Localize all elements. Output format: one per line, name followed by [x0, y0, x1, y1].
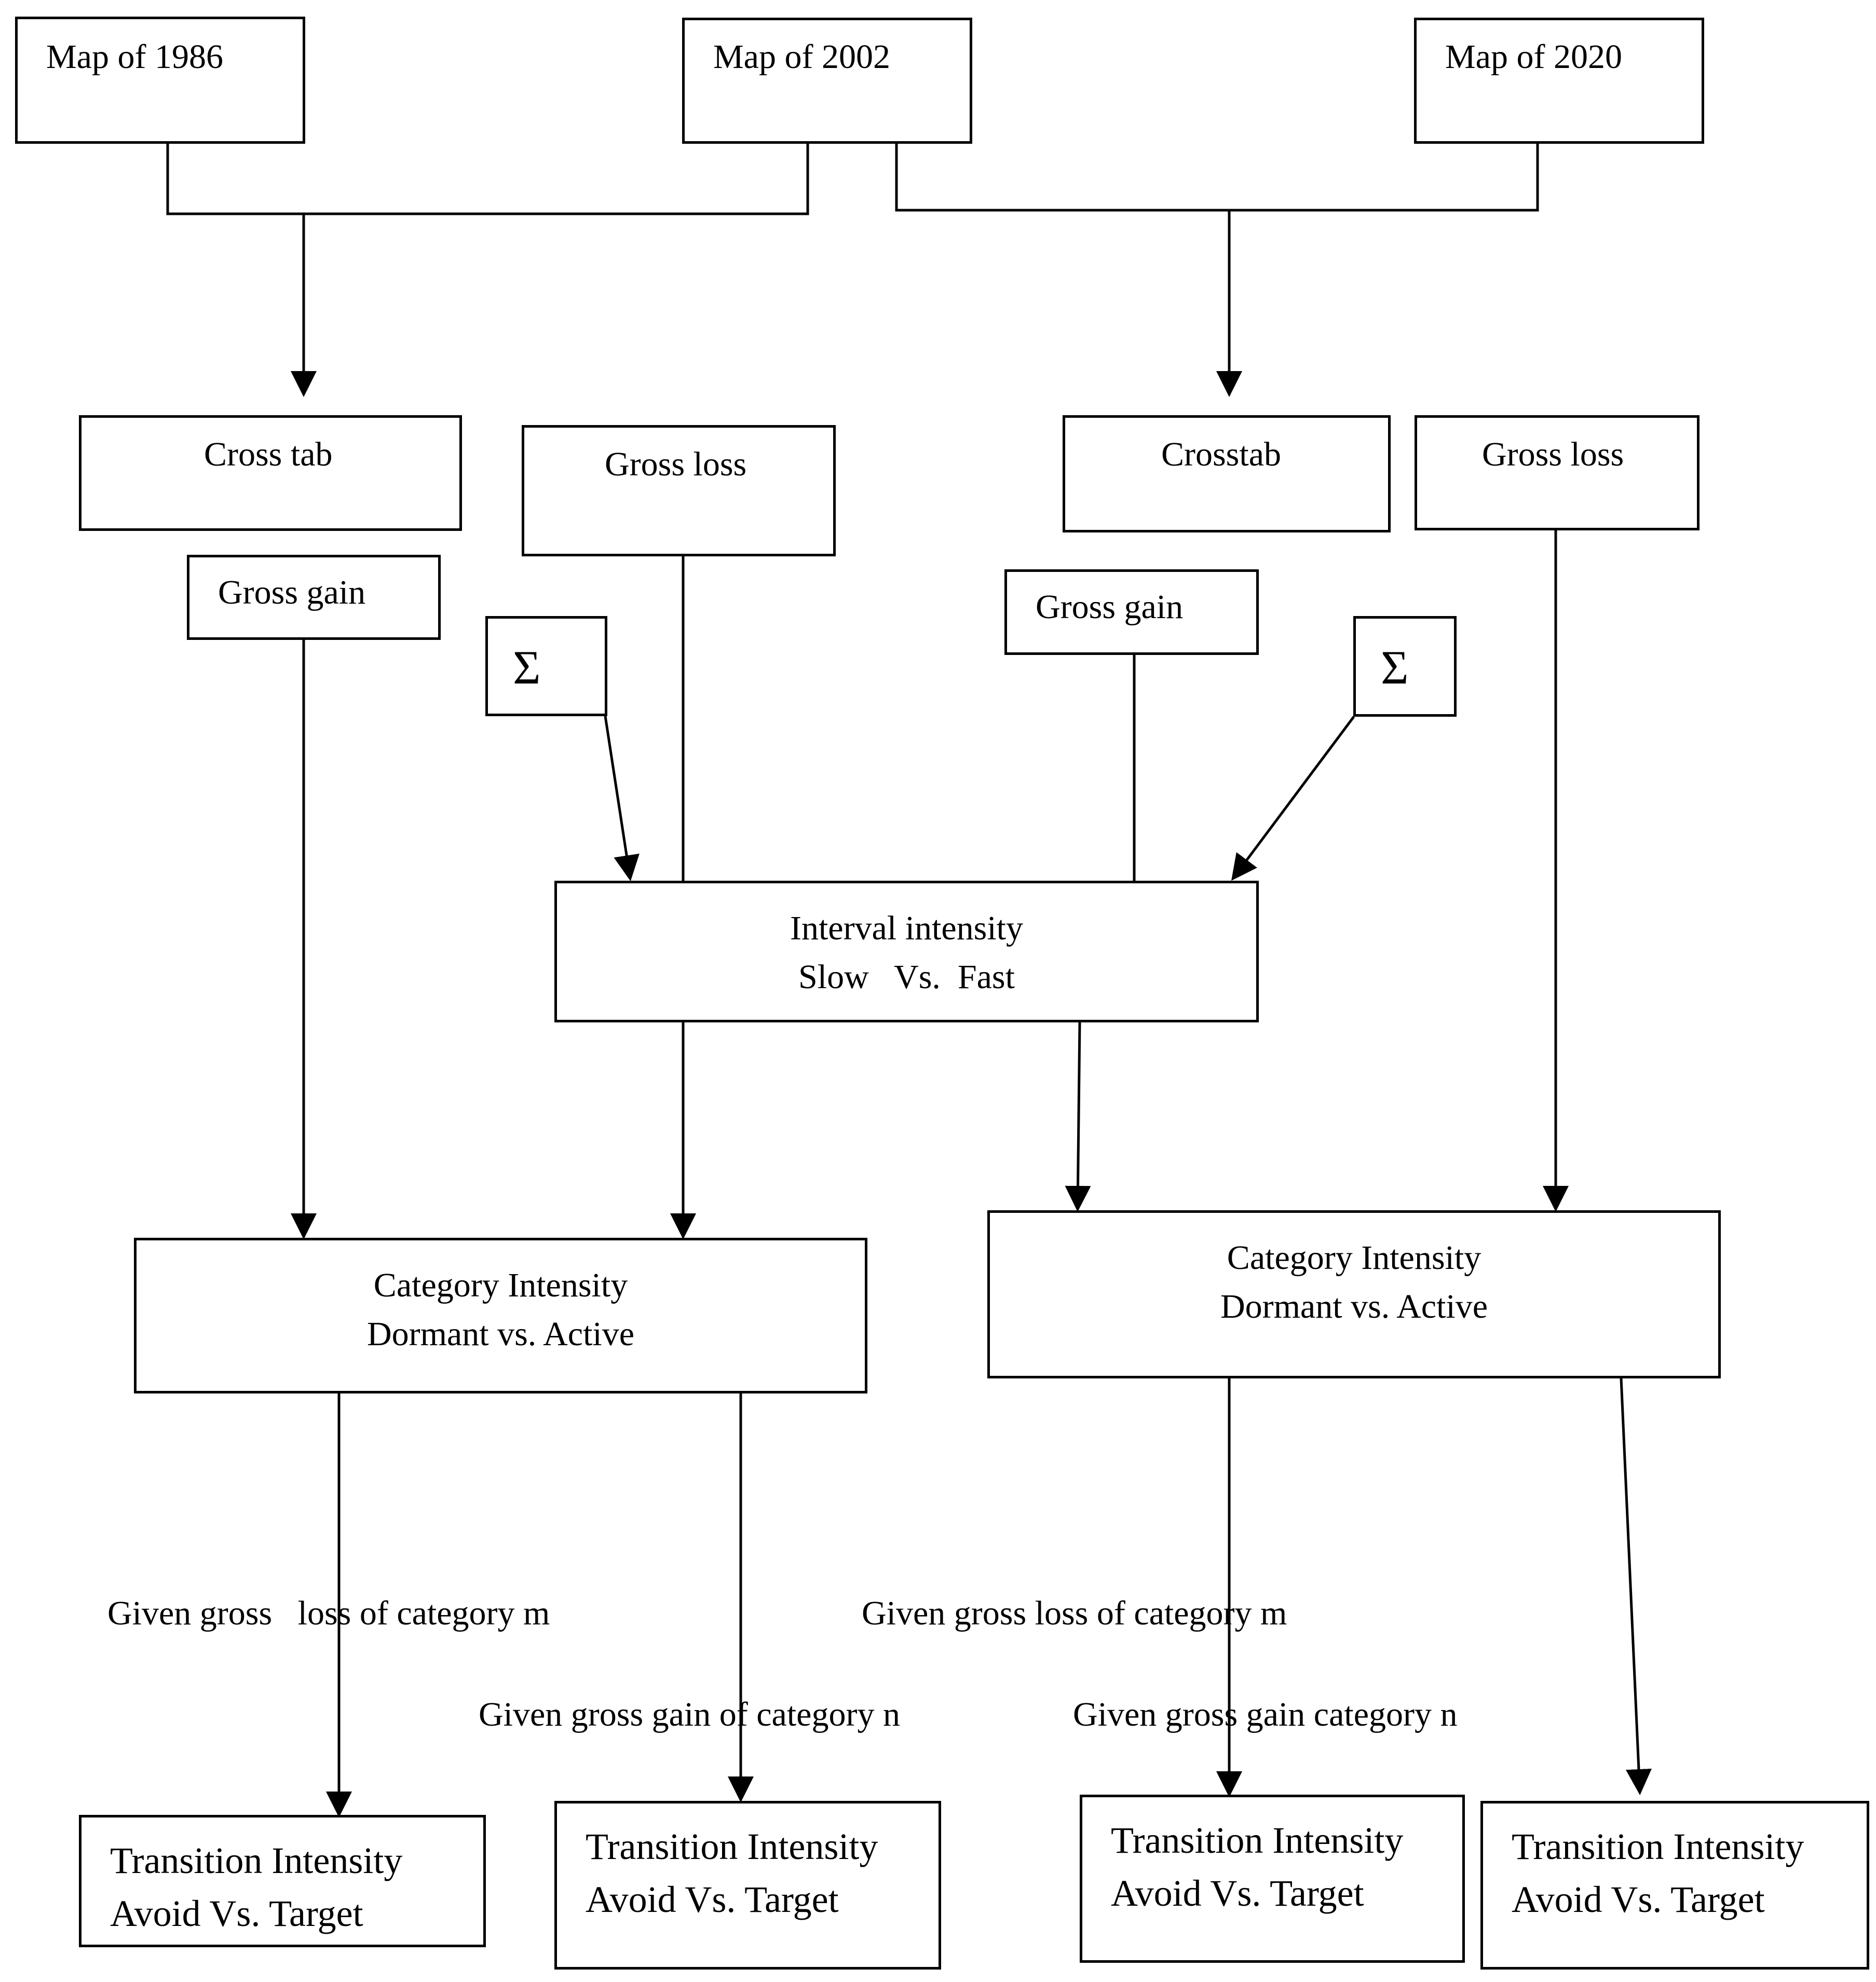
category-intensity-left-box: Category Intensity Dormant vs. Active [134, 1238, 867, 1393]
map-2002-label: Map of 2002 [713, 38, 890, 76]
crosstab-2-box: Crosstab [1063, 415, 1391, 532]
transition-intensity-box-1: Transition Intensity Avoid Vs. Target [79, 1815, 486, 1947]
map-2020-label: Map of 2020 [1445, 38, 1622, 76]
map-2002-box: Map of 2002 [682, 18, 972, 144]
sigma-2-box: Σ [1353, 616, 1457, 717]
annotation-gain-right: Given gross gain category n [1073, 1696, 1458, 1733]
category-intensity-right-title: Category Intensity [1227, 1239, 1481, 1277]
crosstab-2-label: Crosstab [1161, 435, 1281, 473]
arrow-category-right-to-transition-4 [1620, 1378, 1652, 1795]
category-intensity-right-box: Category Intensity Dormant vs. Active [987, 1210, 1721, 1378]
category-intensity-right-text: Category Intensity Dormant vs. Active [990, 1234, 1718, 1331]
map-1986-box: Map of 1986 [15, 17, 305, 144]
transition-intensity-title-1: Transition Intensity [110, 1840, 403, 1881]
transition-intensity-title-2: Transition Intensity [586, 1826, 878, 1867]
arrow-sigma2-to-interval [1231, 716, 1355, 881]
gross-loss-1-label: Gross loss [605, 445, 747, 483]
transition-intensity-text-1: Transition Intensity Avoid Vs. Target [110, 1834, 402, 1940]
gross-gain-2-box: Gross gain [1004, 569, 1259, 655]
sigma-1-box: Σ [485, 616, 607, 716]
transition-intensity-subtitle-1: Avoid Vs. Target [110, 1893, 363, 1934]
gross-loss-2-box: Gross loss [1415, 415, 1700, 530]
interval-intensity-subtitle: Slow Vs. Fast [798, 958, 1015, 996]
map-2020-box: Map of 2020 [1414, 18, 1704, 144]
sigma-2-symbol: Σ [1381, 641, 1409, 694]
category-intensity-left-subtitle: Dormant vs. Active [366, 1315, 635, 1353]
transition-intensity-box-3: Transition Intensity Avoid Vs. Target [1080, 1795, 1465, 1963]
transition-intensity-text-2: Transition Intensity Avoid Vs. Target [586, 1820, 878, 1926]
map-1986-label: Map of 1986 [46, 38, 223, 76]
category-intensity-left-text: Category Intensity Dormant vs. Active [137, 1261, 865, 1359]
transition-intensity-box-4: Transition Intensity Avoid Vs. Target [1480, 1801, 1869, 1970]
transition-intensity-box-2: Transition Intensity Avoid Vs. Target [554, 1801, 941, 1970]
transition-intensity-subtitle-2: Avoid Vs. Target [586, 1879, 839, 1920]
interval-intensity-box: Interval intensity Slow Vs. Fast [554, 881, 1259, 1022]
transition-intensity-subtitle-3: Avoid Vs. Target [1111, 1872, 1364, 1914]
transition-intensity-title-3: Transition Intensity [1111, 1820, 1404, 1861]
crosstab-1-label: Cross tab [204, 435, 333, 473]
transition-intensity-text-4: Transition Intensity Avoid Vs. Target [1512, 1820, 1804, 1926]
gross-loss-2-label: Gross loss [1482, 435, 1624, 473]
sigma-1-symbol: Σ [513, 641, 541, 694]
bracket-2002-2020 [895, 144, 1539, 212]
interval-intensity-title: Interval intensity [790, 909, 1024, 947]
interval-intensity-text: Interval intensity Slow Vs. Fast [557, 904, 1256, 1002]
arrow-sigma1-to-interval [604, 716, 640, 881]
annotation-gain-left: Given gross gain of category n [479, 1696, 900, 1733]
transition-intensity-text-3: Transition Intensity Avoid Vs. Target [1111, 1814, 1403, 1920]
category-intensity-left-title: Category Intensity [373, 1266, 628, 1304]
arrow-interval-to-category-right [1065, 1022, 1091, 1212]
annotation-loss-left: Given gross loss of category m [107, 1594, 550, 1632]
bracket-1986-2002 [166, 144, 809, 215]
gross-gain-2-label: Gross gain [1036, 588, 1184, 626]
transition-intensity-subtitle-4: Avoid Vs. Target [1512, 1879, 1765, 1920]
gross-loss-1-box: Gross loss [522, 425, 836, 556]
transition-intensity-title-4: Transition Intensity [1512, 1826, 1804, 1867]
gross-gain-1-box: Gross gain [187, 555, 441, 640]
crosstab-1-box: Cross tab [79, 415, 462, 531]
annotation-loss-right: Given gross loss of category m [862, 1594, 1287, 1632]
category-intensity-right-subtitle: Dormant vs. Active [1220, 1288, 1488, 1325]
gross-gain-1-label: Gross gain [218, 573, 366, 611]
